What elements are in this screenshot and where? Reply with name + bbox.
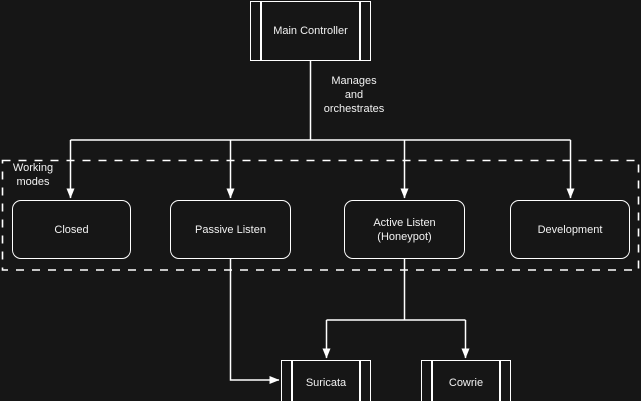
predefined-process-bar [431, 361, 433, 401]
predefined-process-bar [260, 2, 262, 60]
edge-label-manages: Manages and orchestrates [323, 75, 385, 115]
predefined-process-bar [291, 361, 293, 401]
predefined-process-bar [359, 2, 361, 60]
node-active-listen: Active Listen (Honeypot) [344, 200, 465, 259]
predefined-process-bar [499, 361, 501, 401]
node-label: Main Controller [273, 25, 348, 37]
connector-passive-to-suricata [229, 259, 280, 384]
working-modes-container [1, 159, 640, 271]
node-cowrie: Cowrie [421, 360, 511, 401]
node-closed: Closed [12, 200, 131, 259]
predefined-process-bar [359, 361, 361, 401]
node-label: Passive Listen [195, 223, 266, 236]
node-label: Cowrie [448, 377, 484, 389]
node-suricata: Suricata [281, 360, 371, 401]
node-label: Closed [54, 223, 89, 236]
node-label: Active Listen (Honeypot) [373, 216, 436, 243]
node-main-controller: Main Controller [250, 1, 371, 61]
node-label: Suricata [305, 377, 347, 389]
node-development: Development [510, 200, 630, 259]
node-passive-listen: Passive Listen [170, 200, 291, 259]
connector-main-trunk [70, 61, 571, 141]
connector-active-split [326, 259, 466, 321]
working-modes-label: Working modes [12, 162, 54, 188]
node-label: Development [537, 223, 603, 236]
